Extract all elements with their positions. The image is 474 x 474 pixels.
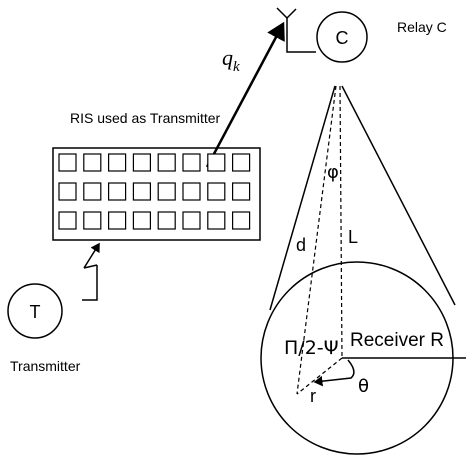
phi-label: φ: [327, 162, 339, 183]
ris-element: [83, 153, 102, 172]
ris-element: [182, 182, 201, 201]
ris-element: [107, 182, 127, 201]
qk-label: qk: [222, 45, 240, 75]
ris-element: [58, 153, 77, 172]
qk-link-arrow: [205, 21, 285, 168]
ris-element: [207, 153, 226, 172]
ris-element: [107, 211, 127, 230]
d-label: d: [296, 235, 306, 255]
cone-left-edge: [269, 85, 336, 311]
ris-element: [83, 211, 102, 230]
theta-label: θ: [358, 376, 369, 397]
relay-node-label: C: [336, 28, 349, 48]
theta-arc-arrow: [313, 359, 355, 387]
ris-element: [157, 211, 176, 230]
ris-element: [157, 182, 176, 201]
ris-element: [58, 182, 77, 201]
ris-element: [232, 182, 251, 201]
distance-L-line: [339, 85, 343, 359]
relay-node: [316, 11, 368, 63]
ris-element: [83, 182, 102, 201]
ris-element: [207, 211, 226, 230]
ris-element: [58, 211, 77, 230]
ris-element: [207, 182, 226, 201]
L-label: L: [348, 227, 358, 247]
cone-right-edge: [341, 85, 456, 306]
angle-expression-label: Π/2-Ψ: [284, 337, 339, 359]
ris-element: [132, 153, 151, 172]
r-label: r: [310, 386, 316, 406]
relay-title: Relay C: [397, 19, 447, 35]
receiver-title: Receiver R: [350, 330, 444, 351]
ris-element: [132, 211, 151, 230]
transmitter-title: Transmitter: [10, 358, 81, 374]
ris-element: [182, 153, 201, 172]
ris-element: [182, 211, 201, 230]
ris-panel: [52, 147, 261, 241]
ris-element: [232, 153, 251, 172]
relay-antenna-icon: [276, 7, 316, 53]
distance-d-line: [296, 85, 337, 395]
ris-element: [232, 211, 251, 230]
ris-title: RIS used as Transmitter: [70, 110, 221, 126]
transmitter-node: [7, 283, 63, 339]
ris-element: [107, 153, 127, 172]
ris-element: [132, 182, 151, 201]
ris-element: [157, 153, 176, 172]
ris-feed-antenna-icon: [82, 242, 100, 301]
ris-element-grid: [58, 153, 251, 230]
radius-r-line: [296, 357, 343, 395]
transmitter-node-label: T: [30, 302, 41, 322]
